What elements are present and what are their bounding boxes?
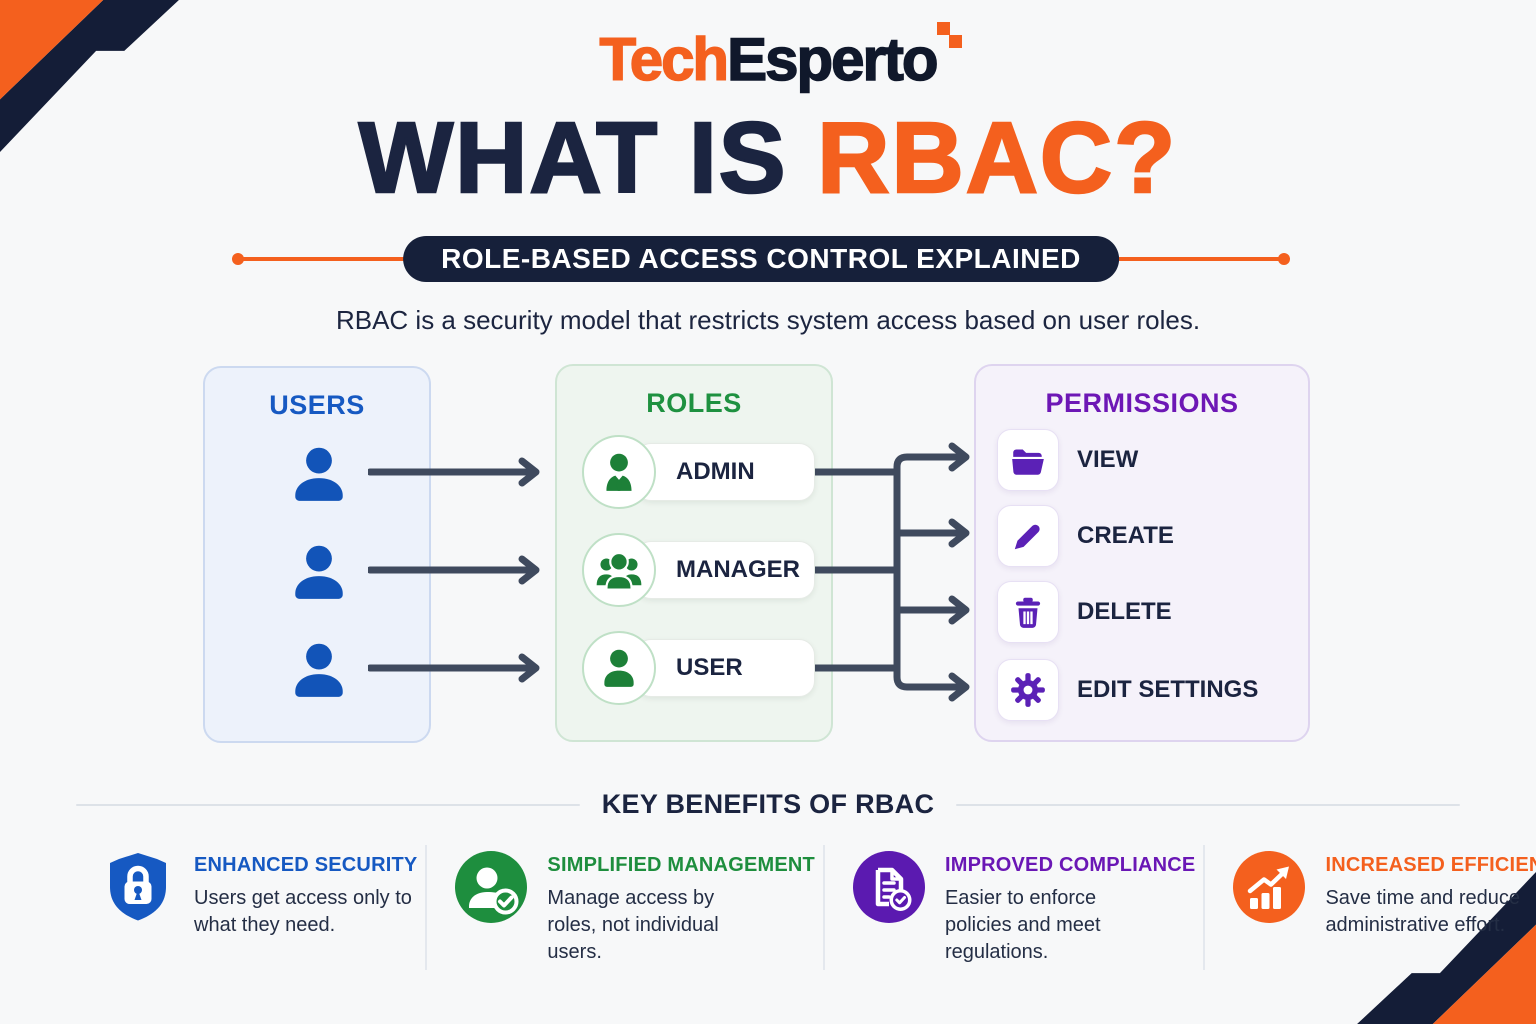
delete-permission-tile [997, 581, 1059, 643]
benefit-description: Save time and reduce administrative effo… [1325, 887, 1520, 936]
page-title-dark: WHAT IS [358, 102, 818, 214]
benefit-title: IMPROVED COMPLIANCE [944, 854, 1196, 876]
user-person-icon [295, 643, 343, 697]
brand-logo: TechEsperto [0, 22, 1536, 93]
folder-icon [1012, 449, 1044, 475]
page-title-accent: RBAC? [816, 102, 1178, 214]
permission-label-edit-settings: EDIT SETTINGS [1077, 676, 1259, 703]
permissions-panel: PERMISSIONS VIEW CREATE DELETE [974, 364, 1310, 742]
benefit-increased-efficiency: INCREASED EFFICIENCY Save time and reduc… [1203, 845, 1536, 970]
benefit-description: Manage access by roles, not individual u… [547, 887, 719, 963]
manager-role-avatar [582, 533, 656, 607]
roles-panel-title: ROLES [646, 388, 742, 418]
pixel-square-icon [937, 22, 951, 35]
accent-dot-left [232, 253, 244, 265]
brand-name-accent: Tech [599, 26, 730, 93]
role-pill-admin: ADMIN [635, 443, 815, 501]
users-to-roles-arrows [368, 457, 540, 683]
users-panel-title: USERS [269, 390, 365, 420]
shield-lock-icon [110, 853, 166, 921]
admin-tie-icon [606, 453, 632, 491]
roles-panel: ROLES ADMIN MANAGER [555, 364, 833, 742]
user-person-icon [295, 545, 343, 599]
pencil-icon [1014, 524, 1040, 550]
user-person-icon [295, 447, 343, 501]
divider-line [76, 803, 580, 806]
admin-role-avatar [582, 435, 656, 509]
permission-label-view: VIEW [1077, 446, 1139, 473]
users-panel: USERS [203, 366, 431, 743]
edit-settings-permission-tile [997, 659, 1059, 721]
person-icon [604, 649, 634, 687]
permissions-panel-title: PERMISSIONS [1045, 388, 1239, 418]
divider-line [956, 803, 1460, 806]
create-permission-tile [997, 505, 1059, 567]
benefit-description: Users get access only to what they need. [194, 887, 412, 936]
benefit-title: ENHANCED SECURITY [194, 854, 418, 876]
pixel-square-icon [949, 35, 963, 48]
growth-chart-icon [1233, 851, 1306, 923]
benefit-simplified-management: SIMPLIFIED MANAGEMENT Manage access by r… [425, 845, 823, 970]
permission-label-create: CREATE [1077, 522, 1174, 549]
role-pill-user: USER [635, 639, 815, 697]
roles-to-permissions-connector [812, 442, 970, 702]
benefit-title: INCREASED EFFICIENCY [1325, 854, 1536, 876]
benefit-description: Easier to enforce policies and meet regu… [944, 887, 1101, 963]
benefits-heading-row: KEY BENEFITS OF RBAC [76, 789, 1460, 820]
benefit-enhanced-security: ENHANCED SECURITY Users get access only … [70, 845, 425, 970]
trash-icon [1015, 597, 1041, 628]
gear-icon [1011, 673, 1045, 707]
permission-label-delete: DELETE [1077, 598, 1172, 625]
brand-name-dark: Esperto [726, 26, 939, 93]
intro-text: RBAC is a security model that restricts … [335, 305, 1201, 335]
user-check-icon [455, 851, 528, 923]
team-icon [596, 552, 642, 591]
benefits-heading: KEY BENEFITS OF RBAC [601, 789, 935, 819]
subtitle-badge: ROLE-BASED ACCESS CONTROL EXPLAINED [403, 236, 1119, 282]
benefit-improved-compliance: IMPROVED COMPLIANCE Easier to enforce po… [822, 845, 1203, 970]
role-pill-manager: MANAGER [635, 541, 815, 599]
page-title: WHAT IS RBAC? [0, 104, 1536, 212]
benefits-row: ENHANCED SECURITY Users get access only … [70, 845, 1536, 970]
accent-dot-right [1278, 253, 1290, 265]
user-role-avatar [582, 631, 656, 705]
subtitle-badge-row: ROLE-BASED ACCESS CONTROL EXPLAINED [232, 236, 1290, 282]
document-check-icon [852, 851, 925, 923]
benefit-title: SIMPLIFIED MANAGEMENT [547, 854, 815, 876]
view-permission-tile [997, 429, 1059, 491]
